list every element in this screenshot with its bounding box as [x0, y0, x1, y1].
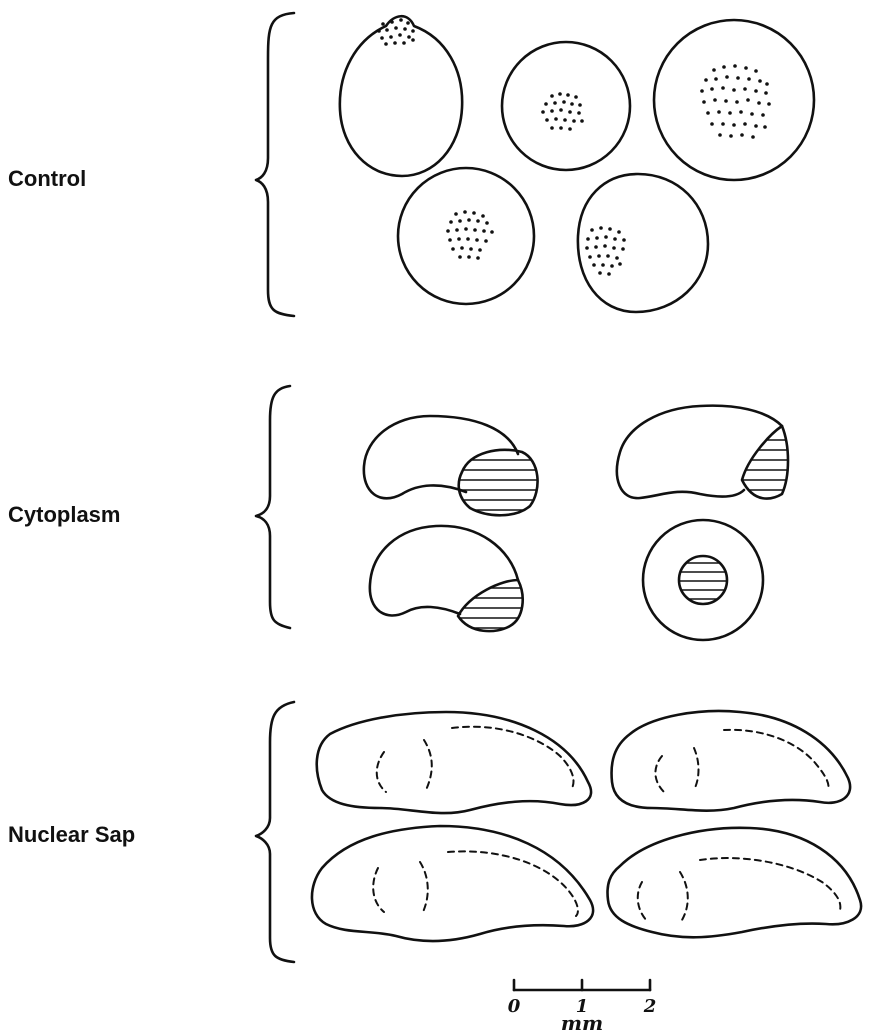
nuclear-sap-cell-1: [317, 712, 591, 813]
control-cell-2: [502, 42, 630, 170]
scale-label-2: 2: [643, 996, 657, 1017]
control-cell-3: [654, 20, 814, 180]
cytoplasm-cell-2: [617, 406, 795, 499]
bracket-control: [256, 13, 294, 316]
bracket-nuclear-sap: [256, 702, 294, 962]
control-cell-5: [578, 174, 708, 312]
control-cell-4: [398, 168, 534, 304]
nuclear-sap-cell-4: [608, 828, 862, 937]
bracket-cytoplasm: [256, 386, 290, 628]
nucleus-granules: [377, 18, 415, 46]
nucleus-granules: [446, 210, 494, 260]
nucleus-granules: [541, 92, 584, 131]
scale-unit: mm: [561, 1011, 603, 1033]
cytoplasm-cell-4: [643, 520, 763, 640]
control-cell-1: [340, 16, 462, 176]
nucleus-granules: [585, 226, 626, 276]
cytoplasm-cell-1: [364, 416, 545, 515]
scale-label-0: 0: [508, 996, 521, 1017]
cytoplasm-cell-3: [370, 526, 530, 631]
nuclear-sap-cell-2: [612, 711, 851, 811]
scale-bar: 0 1 2 mm: [508, 980, 657, 1033]
nuclear-sap-cell-3: [312, 826, 593, 941]
nucleus-granules: [700, 64, 771, 139]
